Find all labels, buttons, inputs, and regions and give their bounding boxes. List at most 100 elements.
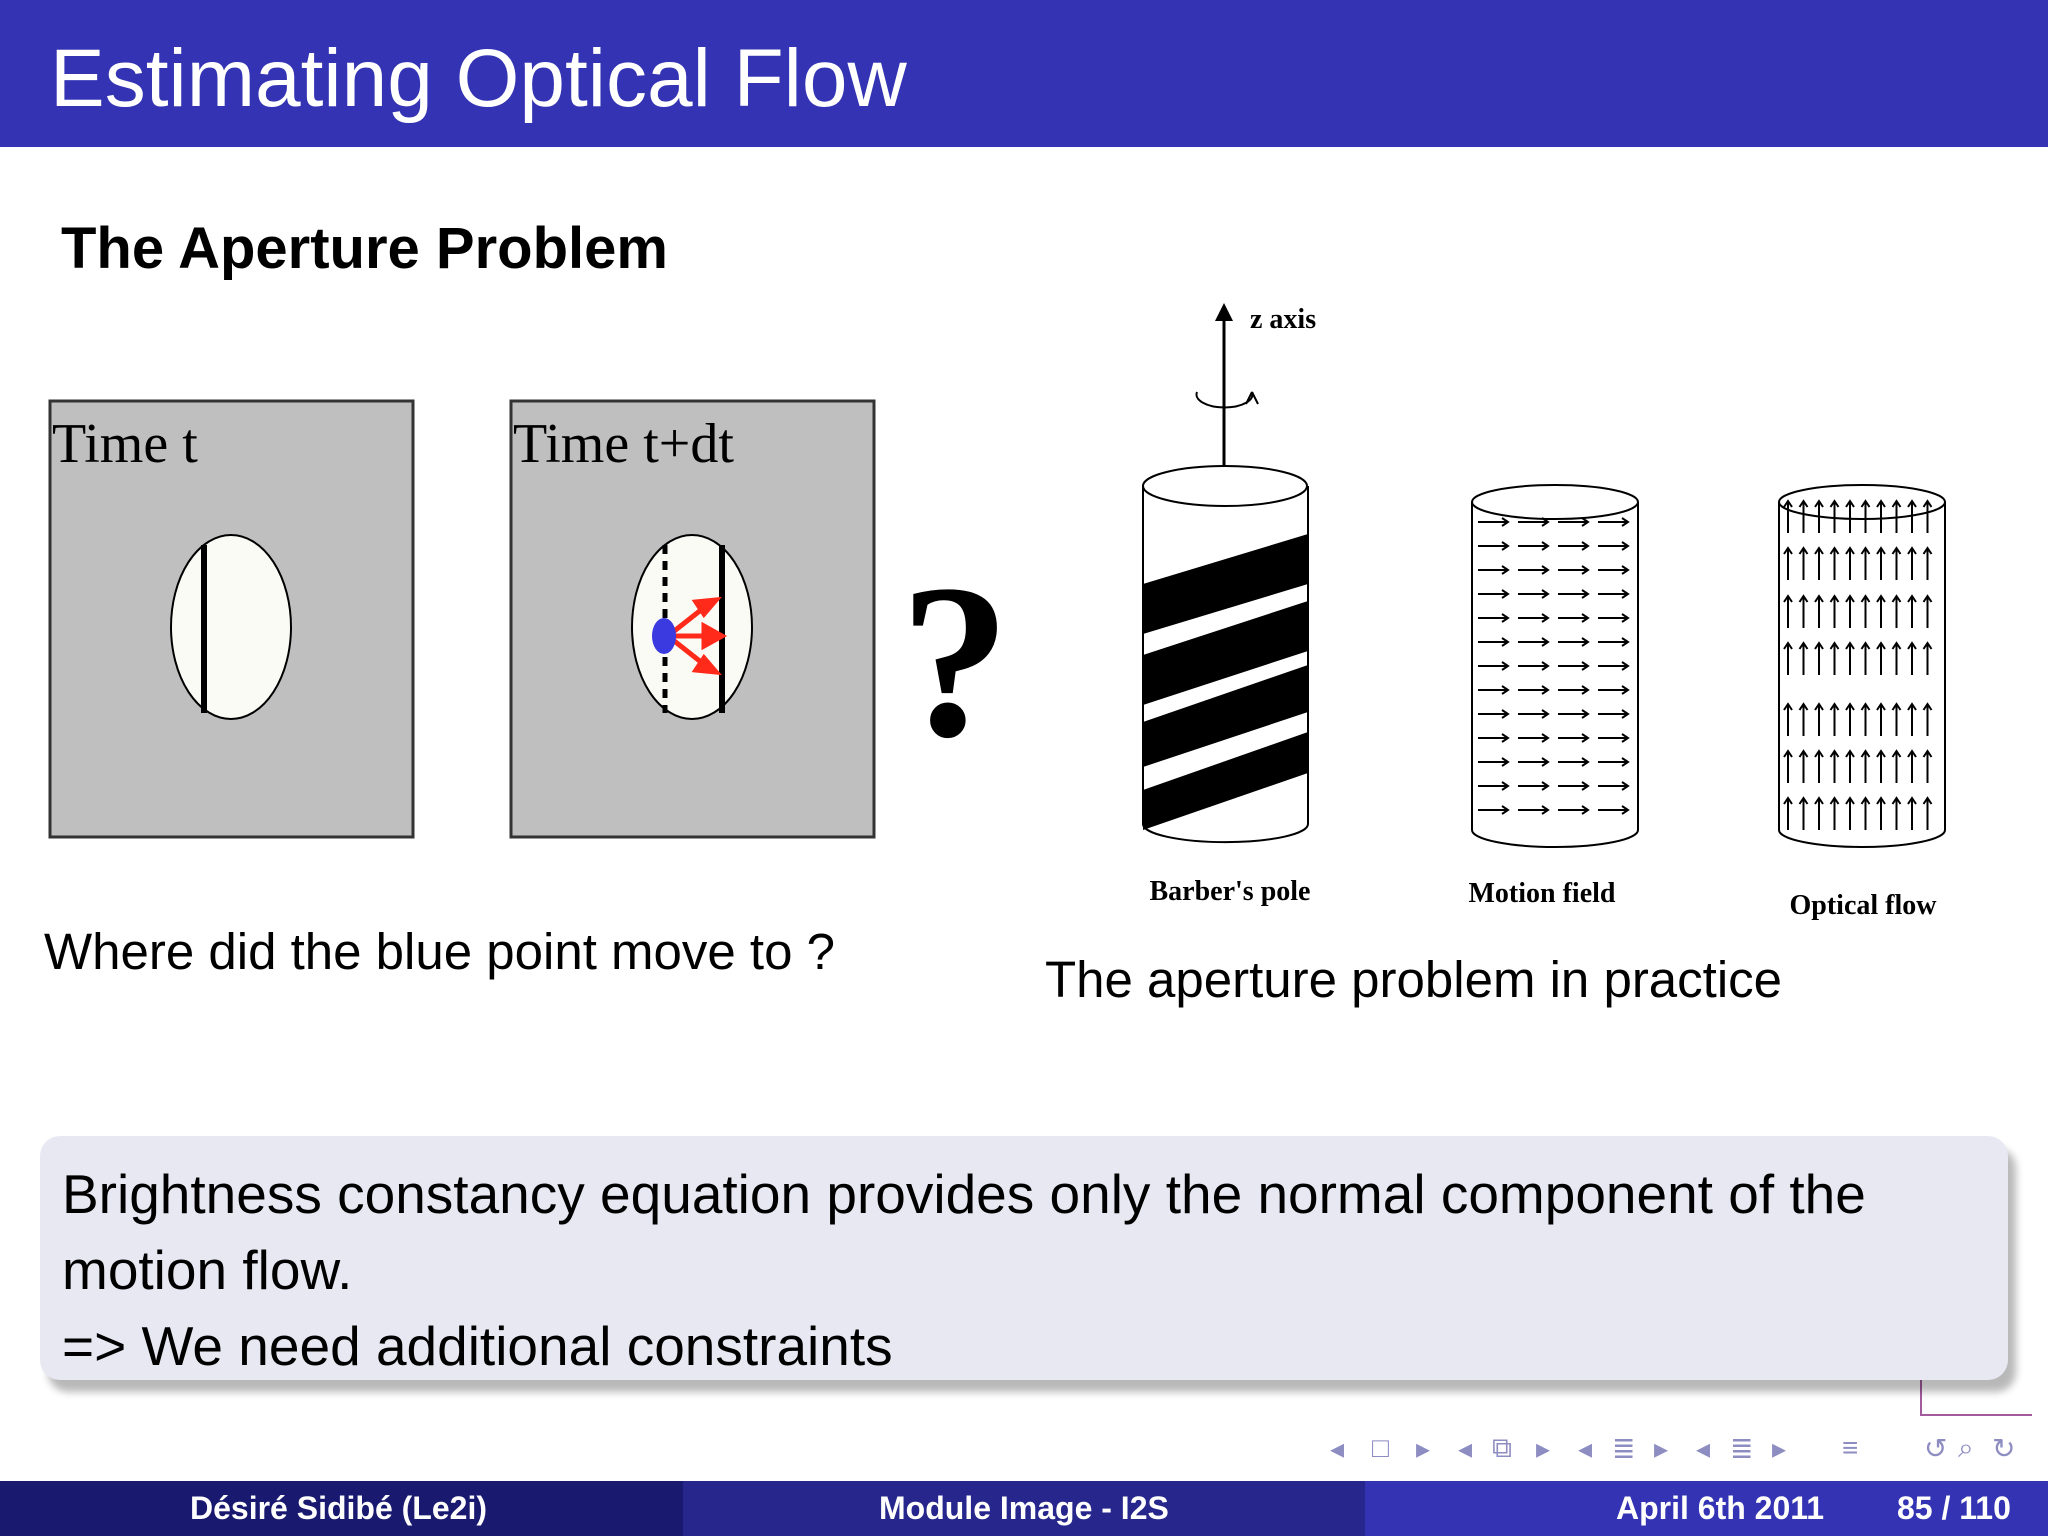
barbers-pole-label: Barber's pole (1150, 876, 1311, 907)
motion-vector (1478, 565, 1510, 575)
navigation-bar: ◂ □ ▸ ◂ ⧉ ▸ ◂ ≣ ▸ ◂ ≣ ▸ ≡ ↺ ⌕ ↻ (1330, 1432, 2030, 1468)
optical-flow-label: Optical flow (1790, 890, 1938, 921)
time-t-dt-panel: Time t+dt (509, 399, 876, 839)
triangle-left-icon[interactable]: ◂ (1578, 1433, 1593, 1464)
undo-icon[interactable]: ↺ (1924, 1433, 1948, 1464)
search-icon[interactable]: ⌕ (1958, 1432, 1974, 1463)
flow-vector (1798, 702, 1809, 736)
list-icon[interactable]: ≣ (1612, 1433, 1636, 1464)
flow-vector (1922, 749, 1933, 783)
motion-vector (1558, 781, 1590, 791)
flow-vector (1783, 749, 1793, 783)
footer-left: Désiré Sidibé (Le2i) (0, 1481, 683, 1536)
motion-vector (1598, 565, 1630, 575)
motion-vector (1518, 637, 1550, 647)
motion-vector (1598, 757, 1630, 767)
flow-vector (1907, 749, 1917, 783)
motion-vector (1558, 709, 1590, 719)
motion-vector (1478, 781, 1510, 791)
list-icon[interactable]: ≣ (1730, 1433, 1754, 1464)
flow-vector (1783, 641, 1793, 675)
motion-vector (1598, 781, 1630, 791)
triangle-right-icon[interactable]: ▸ (1772, 1433, 1787, 1464)
flow-vector (1891, 594, 1902, 628)
motion-vector (1518, 613, 1550, 623)
footer-bar: Désiré Sidibé (Le2i) Module Image - I2S … (0, 1481, 2048, 1536)
flow-vector (1829, 499, 1840, 533)
stack-icon[interactable]: ⧉ (1492, 1432, 1512, 1463)
redo-icon[interactable]: ↻ (1992, 1433, 2016, 1464)
motion-vector (1598, 805, 1630, 815)
flow-vector (1829, 641, 1840, 675)
motion-vector (1558, 589, 1590, 599)
triangle-right-icon[interactable]: ▸ (1416, 1433, 1431, 1464)
flow-vector (1860, 499, 1871, 533)
motion-vector (1558, 613, 1590, 623)
footer-page: 85 / 110 (1897, 1490, 2011, 1526)
flow-vector (1814, 594, 1824, 628)
flow-vector (1845, 594, 1855, 628)
flow-vector (1876, 796, 1886, 830)
motion-vector (1478, 757, 1510, 767)
motion-vector (1598, 589, 1630, 599)
motion-vector (1478, 685, 1510, 695)
flow-vector (1783, 499, 1793, 533)
motion-vector (1598, 685, 1630, 695)
motion-vector (1478, 661, 1510, 671)
motion-vector (1558, 637, 1590, 647)
motion-vector (1598, 637, 1630, 647)
flow-vector (1876, 594, 1886, 628)
flow-vector (1845, 546, 1855, 580)
motion-vector (1518, 733, 1550, 743)
flow-vector (1891, 796, 1902, 830)
motion-vector (1518, 541, 1550, 551)
triangle-left-icon[interactable]: ◂ (1330, 1433, 1345, 1464)
time-t-dt-label: Time t+dt (513, 413, 734, 475)
flow-vector (1922, 641, 1933, 675)
flow-vector (1907, 702, 1917, 736)
motion-vector (1478, 613, 1510, 623)
motion-vector (1478, 805, 1510, 815)
flow-vector (1876, 749, 1886, 783)
align-icon[interactable]: ≡ (1842, 1432, 1859, 1463)
flow-vector (1829, 546, 1840, 580)
logo-fragment (1920, 1368, 2032, 1416)
flow-vector (1891, 749, 1902, 783)
flow-vector (1798, 641, 1809, 675)
question-mark: ? (900, 539, 1010, 783)
motion-vector (1518, 589, 1550, 599)
motion-vector (1598, 541, 1630, 551)
rotation-icon (1195, 391, 1254, 409)
flow-vector (1783, 594, 1793, 628)
flow-vector (1798, 546, 1809, 580)
motion-vector (1518, 709, 1550, 719)
motion-vector (1558, 565, 1590, 575)
flow-vector (1845, 499, 1855, 533)
flow-vector (1814, 749, 1824, 783)
triangle-left-icon[interactable]: ◂ (1458, 1433, 1473, 1464)
flow-vector (1876, 546, 1886, 580)
flow-vector (1798, 749, 1809, 783)
motion-vector (1598, 733, 1630, 743)
flow-vector (1907, 499, 1917, 533)
flow-vector (1907, 796, 1917, 830)
flow-vector (1783, 546, 1793, 580)
flow-vector (1829, 594, 1840, 628)
triangle-left-icon[interactable]: ◂ (1696, 1433, 1711, 1464)
flow-vector (1860, 546, 1871, 580)
triangle-right-icon[interactable]: ▸ (1536, 1433, 1551, 1464)
flow-vector (1860, 796, 1871, 830)
flow-vector (1860, 702, 1871, 736)
flow-vector (1829, 702, 1840, 736)
footer-date: April 6th 2011 (1616, 1490, 1825, 1526)
triangle-right-icon[interactable]: ▸ (1654, 1433, 1669, 1464)
flow-vector (1907, 594, 1917, 628)
motion-vector (1598, 613, 1630, 623)
slide-title: Estimating Optical Flow (50, 33, 907, 124)
flow-vector (1891, 702, 1902, 736)
frame-icon[interactable]: □ (1372, 1432, 1389, 1463)
flow-vector (1814, 702, 1824, 736)
footer-author: Désiré Sidibé (Le2i) (190, 1490, 487, 1526)
flow-vector (1922, 594, 1933, 628)
flow-vector (1845, 796, 1855, 830)
